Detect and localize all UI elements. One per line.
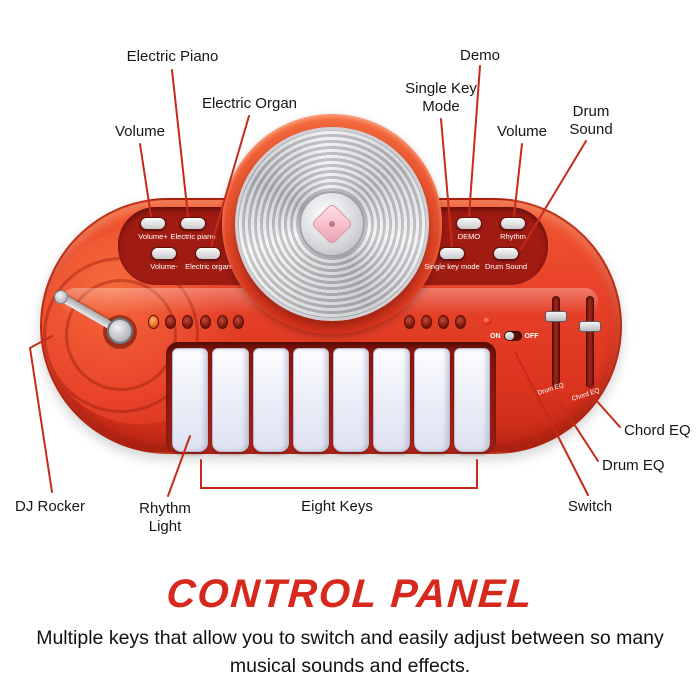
callout-drum-sound: Drum Sound bbox=[569, 103, 613, 138]
rhythm-light-3 bbox=[182, 315, 193, 329]
drum-sound-button[interactable] bbox=[493, 247, 519, 260]
power-led bbox=[483, 317, 491, 325]
piano-key-8[interactable] bbox=[453, 348, 490, 452]
callout-drum-eq: Drum EQ bbox=[602, 457, 665, 474]
chord-eq-slider-track[interactable] bbox=[586, 296, 594, 388]
callout-single-key-mode: Single Key Mode bbox=[405, 80, 477, 115]
callout-eight-keys: Eight Keys bbox=[301, 498, 373, 515]
rhythm-light-5 bbox=[217, 315, 228, 329]
page-description: Multiple keys that allow you to switch a… bbox=[36, 627, 664, 677]
callout-chord-eq: Chord EQ bbox=[624, 422, 691, 439]
callout-electric-organ: Electric Organ bbox=[201, 95, 298, 112]
volume-plus-button[interactable] bbox=[140, 217, 166, 230]
line-eight-keys-bracket bbox=[200, 459, 478, 489]
piano-key-4[interactable] bbox=[292, 348, 329, 452]
piano-key-7[interactable] bbox=[413, 348, 450, 452]
line-volume-right bbox=[513, 143, 523, 217]
line-electric-piano bbox=[171, 69, 189, 217]
rhythm-label: Rhythm bbox=[500, 232, 526, 241]
volume-minus-label: Volume- bbox=[150, 262, 178, 271]
power-off-label: OFF bbox=[524, 332, 539, 340]
line-drum-eq bbox=[560, 403, 599, 462]
electric-organ-label: Electric organ bbox=[185, 262, 231, 271]
drum-eq-slider-knob[interactable] bbox=[545, 311, 567, 322]
line-electric-organ bbox=[210, 115, 250, 247]
piano-key-2[interactable] bbox=[212, 348, 249, 452]
single-key-mode-button[interactable] bbox=[439, 247, 465, 260]
rhythm-light-6 bbox=[233, 315, 244, 329]
piano-keys bbox=[172, 348, 490, 452]
demo-button[interactable] bbox=[456, 217, 482, 230]
callout-switch: Switch bbox=[567, 498, 613, 515]
line-chord-eq bbox=[593, 397, 621, 428]
power-toggle-knob[interactable] bbox=[504, 332, 514, 340]
line-dj-rocker bbox=[28, 335, 53, 493]
rhythm-light-9 bbox=[438, 315, 449, 329]
rhythm-light-4 bbox=[200, 315, 211, 329]
dj-rocker-tip[interactable] bbox=[54, 290, 68, 304]
electric-piano-button[interactable] bbox=[180, 217, 206, 230]
demo-label: DEMO bbox=[457, 232, 481, 241]
rhythm-light-10 bbox=[455, 315, 466, 329]
line-single-key-mode bbox=[440, 118, 453, 247]
drum-eq-slider-track[interactable] bbox=[552, 296, 560, 388]
power-on-label: ON bbox=[490, 332, 501, 340]
line-drum-sound bbox=[520, 140, 587, 250]
dj-rocker-pivot[interactable] bbox=[107, 318, 133, 344]
piano-key-5[interactable] bbox=[333, 348, 370, 452]
callout-demo: Demo bbox=[459, 47, 500, 64]
callout-dj-rocker: DJ Rocker bbox=[14, 498, 85, 515]
piano-key-3[interactable] bbox=[252, 348, 289, 452]
electric-organ-button[interactable] bbox=[195, 247, 221, 260]
power-switch-group: ON OFF bbox=[490, 329, 539, 343]
single-key-mode-label: Single key mode bbox=[424, 262, 480, 271]
line-rhythm-light bbox=[167, 435, 191, 497]
disc-center-dot bbox=[329, 221, 335, 227]
turntable-groove-inner bbox=[65, 279, 177, 391]
line-switch bbox=[514, 351, 589, 496]
chord-eq-slider-knob[interactable] bbox=[579, 321, 601, 332]
piano-key-1[interactable] bbox=[172, 348, 209, 452]
line-demo bbox=[468, 65, 481, 217]
callout-rhythm-light: Rhythm Light bbox=[139, 500, 191, 535]
rhythm-light-1 bbox=[148, 315, 159, 329]
callout-volume-right: Volume bbox=[496, 123, 548, 140]
rhythm-light-2 bbox=[165, 315, 176, 329]
volume-plus-label: Volume+ bbox=[138, 232, 168, 241]
volume-minus-button[interactable] bbox=[151, 247, 177, 260]
drum-sound-label: Drum Sound bbox=[484, 262, 528, 271]
rhythm-light-7 bbox=[404, 315, 415, 329]
callout-electric-piano: Electric Piano bbox=[126, 48, 219, 65]
rhythm-light-8 bbox=[421, 315, 432, 329]
power-toggle[interactable] bbox=[503, 331, 522, 341]
electric-piano-label: Electric piano bbox=[170, 232, 216, 241]
line-volume-left bbox=[139, 143, 152, 217]
rhythm-button[interactable] bbox=[500, 217, 526, 230]
piano-key-6[interactable] bbox=[373, 348, 410, 452]
callout-volume-left: Volume bbox=[114, 123, 166, 140]
